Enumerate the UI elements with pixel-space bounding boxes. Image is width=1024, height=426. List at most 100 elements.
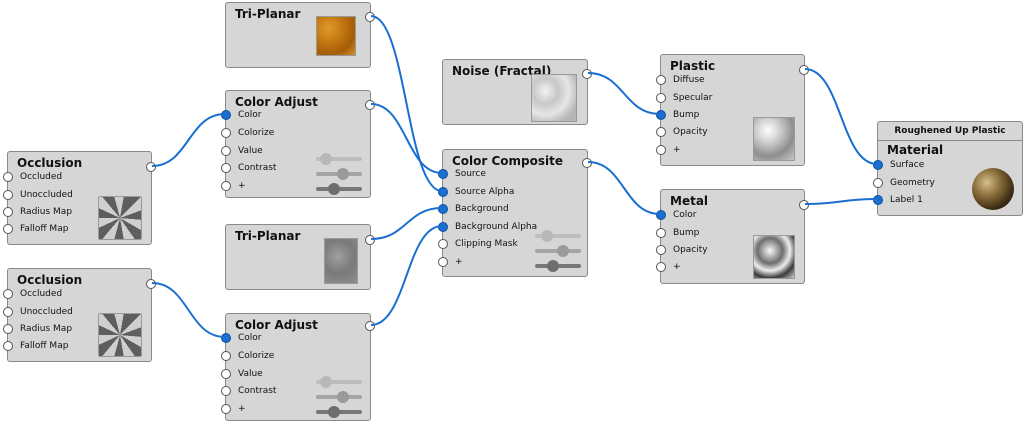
port-label: Specular <box>673 93 713 103</box>
slider-icon <box>316 406 362 418</box>
wire-noise-plastic-bump <box>587 72 661 115</box>
port-label: Contrast <box>238 163 277 173</box>
input-port-color[interactable] <box>656 210 666 220</box>
input-port-diffuse[interactable] <box>656 75 666 85</box>
wire-occlusion2-coloradjust2 <box>151 282 226 338</box>
metal-sphere-thumbnail <box>753 235 795 279</box>
node-metal[interactable]: Metal Color Bump Opacity + <box>656 189 809 284</box>
output-port[interactable] <box>365 100 375 110</box>
slider-icon <box>535 260 581 272</box>
node-title: Plastic <box>670 59 716 73</box>
node-triplanar-2[interactable]: Tri-Planar <box>225 224 375 290</box>
port-label: Opacity <box>673 127 708 137</box>
output-port[interactable] <box>146 162 156 172</box>
port-label: Label 1 <box>890 195 923 205</box>
input-port-colorize[interactable] <box>221 128 231 138</box>
input-port-source-alpha[interactable] <box>438 187 448 197</box>
output-port[interactable] <box>365 321 375 331</box>
node-title: Color Adjust <box>235 318 318 332</box>
node-title: Material <box>887 143 944 157</box>
input-port-clipping-mask[interactable] <box>438 239 448 249</box>
port-label: Falloff Map <box>20 341 69 351</box>
occlusion-sphere-thumbnail <box>98 196 142 240</box>
node-occlusion-1[interactable]: Occlusion Occluded Unoccluded Radius Map… <box>3 151 156 245</box>
occlusion-sphere-thumbnail <box>98 313 142 357</box>
output-port[interactable] <box>799 65 809 75</box>
slider-icon <box>535 245 581 257</box>
input-port-specular[interactable] <box>656 93 666 103</box>
input-port-add[interactable] <box>438 257 448 267</box>
output-port[interactable] <box>365 235 375 245</box>
input-port-surface[interactable] <box>873 160 883 170</box>
input-port-color[interactable] <box>221 110 231 120</box>
node-title: Occlusion <box>17 156 83 170</box>
input-port-geometry[interactable] <box>873 178 883 188</box>
input-port-falloff-map[interactable] <box>3 224 13 234</box>
input-port-value[interactable] <box>221 369 231 379</box>
node-title: Noise (Fractal) <box>452 64 552 78</box>
wire-coloradjust2-backgroundalpha <box>370 225 443 326</box>
input-port-value[interactable] <box>221 146 231 156</box>
slider-icon <box>535 230 581 242</box>
input-port-add[interactable] <box>221 404 231 414</box>
input-port-bump[interactable] <box>656 110 666 120</box>
input-port-radius-map[interactable] <box>3 324 13 334</box>
gray-texture-thumbnail <box>324 238 358 284</box>
input-port-unoccluded[interactable] <box>3 307 13 317</box>
orange-texture-thumbnail <box>316 16 356 56</box>
node-color-adjust-2[interactable]: Color Adjust Color Colorize Value Contra… <box>221 313 375 421</box>
input-port-background-alpha[interactable] <box>438 222 448 232</box>
node-noise-fractal[interactable]: Noise (Fractal) <box>442 59 592 125</box>
wire-triplanar1-sourcealpha <box>370 15 443 192</box>
input-port-unoccluded[interactable] <box>3 190 13 200</box>
port-label: Value <box>238 369 263 379</box>
port-label: Clipping Mask <box>455 239 518 249</box>
input-port-bump[interactable] <box>656 228 666 238</box>
node-color-adjust-1[interactable]: Color Adjust Color Colorize Value Contra… <box>221 90 375 198</box>
node-triplanar-1[interactable]: Tri-Planar <box>225 2 375 68</box>
material-header: Roughened Up Plastic <box>878 122 1022 141</box>
input-port-color[interactable] <box>221 333 231 343</box>
output-port[interactable] <box>146 279 156 289</box>
slider-icon <box>316 153 362 165</box>
port-label: Geometry <box>890 178 935 188</box>
node-plastic[interactable]: Plastic Diffuse Specular Bump Opacity + <box>656 54 809 166</box>
input-port-occluded[interactable] <box>3 289 13 299</box>
output-port[interactable] <box>582 69 592 79</box>
port-label: Color <box>238 110 262 120</box>
output-port[interactable] <box>582 158 592 168</box>
port-label: Surface <box>890 160 925 170</box>
input-port-radius-map[interactable] <box>3 207 13 217</box>
input-port-background[interactable] <box>438 204 448 214</box>
input-port-opacity[interactable] <box>656 245 666 255</box>
port-label: + <box>673 145 681 155</box>
node-title: Tri-Planar <box>235 7 301 21</box>
node-material[interactable]: Roughened Up Plastic Material Surface Ge… <box>873 121 1023 216</box>
input-port-add[interactable] <box>656 145 666 155</box>
port-label: Value <box>238 146 263 156</box>
input-port-label-1[interactable] <box>873 195 883 205</box>
node-title: Color Adjust <box>235 95 318 109</box>
input-port-falloff-map[interactable] <box>3 341 13 351</box>
input-port-add[interactable] <box>656 262 666 272</box>
output-port[interactable] <box>365 12 375 22</box>
port-label: Bump <box>673 110 700 120</box>
slider-icon <box>316 168 362 180</box>
input-port-source[interactable] <box>438 169 448 179</box>
input-port-contrast[interactable] <box>221 386 231 396</box>
port-label: Opacity <box>673 245 708 255</box>
input-port-contrast[interactable] <box>221 163 231 173</box>
node-title: Tri-Planar <box>235 229 301 243</box>
port-label: Unoccluded <box>20 307 73 317</box>
port-label: Falloff Map <box>20 224 69 234</box>
port-label: + <box>238 181 246 191</box>
wire-coloradjust1-source <box>370 103 443 174</box>
node-color-composite[interactable]: Color Composite Source Source Alpha Back… <box>438 149 592 277</box>
input-port-colorize[interactable] <box>221 351 231 361</box>
input-port-occluded[interactable] <box>3 172 13 182</box>
input-port-add[interactable] <box>221 181 231 191</box>
input-port-opacity[interactable] <box>656 127 666 137</box>
node-occlusion-2[interactable]: Occlusion Occluded Unoccluded Radius Map… <box>3 268 156 362</box>
output-port[interactable] <box>799 200 809 210</box>
node-title: Color Composite <box>452 154 564 168</box>
